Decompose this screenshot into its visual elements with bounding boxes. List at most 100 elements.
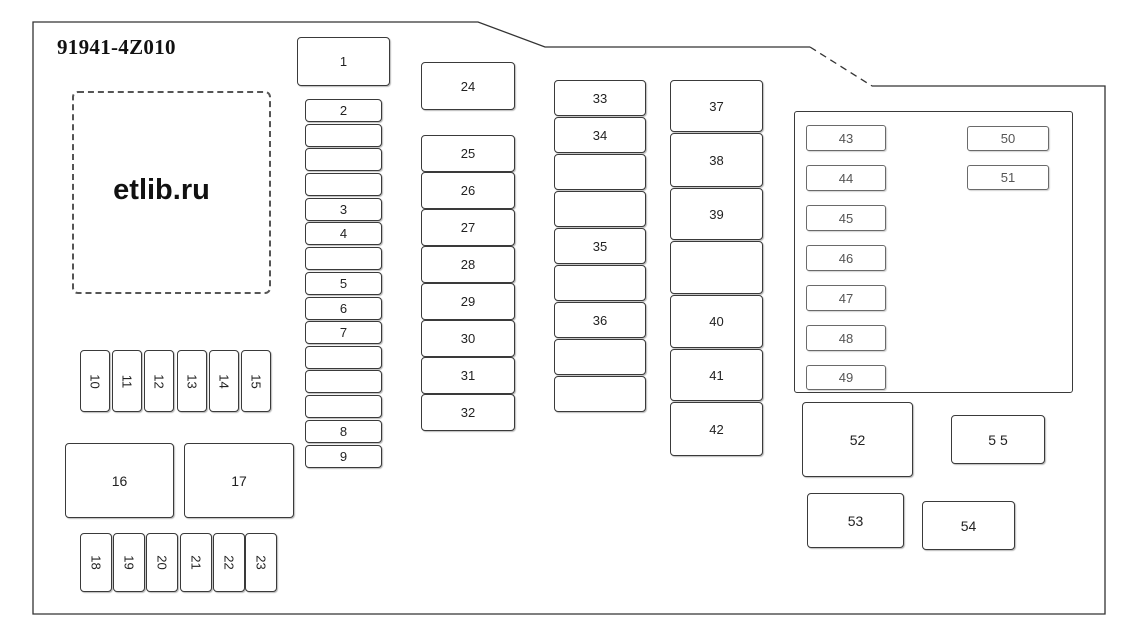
fuse-26: 26 — [421, 172, 515, 209]
fuse-blank — [670, 241, 763, 294]
fuse-3: 3 — [305, 198, 382, 221]
fuse-49: 49 — [806, 365, 886, 390]
fuse-34: 34 — [554, 117, 646, 153]
fuse-blank — [305, 346, 382, 369]
fuse-25: 25 — [421, 135, 515, 172]
fuse-29: 29 — [421, 283, 515, 320]
fuse-label: 22 — [221, 555, 237, 570]
fuse-6: 6 — [305, 297, 382, 320]
fuse-label: 40 — [709, 314, 724, 329]
fuse-14: 14 — [209, 350, 239, 412]
fuse-label: 10 — [87, 373, 103, 389]
fuse-41: 41 — [670, 349, 763, 401]
fuse-42: 42 — [670, 402, 763, 456]
fuse-label: 28 — [460, 257, 476, 272]
fuse-9: 9 — [305, 445, 382, 468]
fuse-label: 11 — [119, 374, 135, 388]
relay-54: 54 — [922, 501, 1015, 550]
fuse-label: 52 — [849, 431, 866, 448]
fuse-43: 43 — [806, 125, 886, 151]
fuse-19: 19 — [113, 533, 145, 592]
fuse-32: 32 — [421, 394, 515, 431]
fuse-blank — [554, 376, 646, 412]
fuse-36: 36 — [554, 302, 646, 338]
fuse-label: 3 — [339, 202, 348, 217]
fuse-label: 32 — [460, 405, 476, 420]
fuse-label: 14 — [216, 373, 232, 389]
fuse-label: 8 — [339, 424, 348, 439]
fuse-label: 16 — [111, 472, 128, 489]
fuse-blank — [554, 265, 646, 301]
fuse-37: 37 — [670, 80, 763, 132]
fuse-label: 37 — [709, 98, 724, 114]
fuse-label: 21 — [188, 555, 204, 570]
fuse-28: 28 — [421, 246, 515, 283]
fuse-label: 33 — [592, 90, 608, 106]
fuse-label: 31 — [460, 368, 476, 383]
fuse-39: 39 — [670, 188, 763, 240]
fuse-label: 49 — [838, 370, 854, 385]
part-number: 91941-4Z010 — [57, 35, 176, 59]
fuse-50: 50 — [967, 126, 1049, 151]
fuse-blank — [554, 154, 646, 190]
fuse-label: 27 — [460, 220, 476, 235]
fuse-51: 51 — [967, 165, 1049, 190]
fuse-label: 5 5 — [988, 431, 1008, 448]
fuse-label: 39 — [709, 206, 724, 222]
relay-52: 52 — [802, 402, 913, 477]
fuse-16: 16 — [65, 443, 174, 518]
fuse-44: 44 — [806, 165, 886, 191]
fuse-blank — [305, 148, 382, 171]
fuse-label: 20 — [154, 555, 170, 570]
fuse-22: 22 — [213, 533, 245, 592]
fuse-35: 35 — [554, 228, 646, 264]
fuse-label: 17 — [231, 472, 247, 489]
fuse-47: 47 — [806, 285, 886, 311]
fuse-label: 29 — [460, 294, 476, 309]
fuse-label: 30 — [460, 331, 476, 346]
reserved-area: etlib.ru — [72, 91, 271, 294]
fuse-label: 45 — [838, 210, 854, 226]
fuse-label: 51 — [1000, 170, 1016, 185]
fuse-2: 2 — [305, 99, 382, 122]
fuse-label: 47 — [838, 290, 854, 306]
fuse-label: 38 — [709, 152, 724, 168]
fuse-21: 21 — [180, 533, 212, 592]
fuse-label: 18 — [88, 555, 104, 570]
fuse-label: 19 — [121, 555, 137, 570]
fuse-48: 48 — [806, 325, 886, 351]
fuse-10: 10 — [80, 350, 110, 412]
fuse-label: 5 — [339, 276, 348, 291]
fuse-40: 40 — [670, 295, 763, 348]
fuse-blank — [305, 124, 382, 147]
fuse-label: 7 — [339, 325, 348, 340]
fuse-label: 12 — [151, 373, 167, 389]
fuse-label: 2 — [339, 103, 348, 118]
fuse-18: 18 — [80, 533, 112, 592]
fuse-blank — [554, 191, 646, 227]
fuse-11: 11 — [112, 350, 142, 412]
fuse-label: 46 — [838, 250, 854, 266]
fuse-blank — [305, 173, 382, 196]
fuse-label: 1 — [339, 54, 348, 69]
fuse-24: 24 — [421, 62, 515, 110]
fuse-blank — [305, 370, 382, 393]
fuse-label: 53 — [847, 512, 864, 529]
fuse-blank — [554, 339, 646, 375]
fuse-label: 25 — [460, 146, 476, 161]
fuse-label: 6 — [339, 301, 348, 316]
fuse-30: 30 — [421, 320, 515, 357]
fuse-blank — [305, 395, 382, 418]
fuse-7: 7 — [305, 321, 382, 344]
relay-53: 53 — [807, 493, 904, 548]
relay-55: 5 5 — [951, 415, 1045, 464]
fuse-blank — [305, 247, 382, 270]
fuse-label: 41 — [709, 367, 724, 383]
fuse-label: 9 — [339, 449, 348, 464]
fuse-31: 31 — [421, 357, 515, 394]
fuse-label: 15 — [248, 373, 264, 389]
relay-panel — [794, 111, 1073, 393]
fuse-label: 23 — [253, 555, 269, 570]
fuse-label: 26 — [460, 183, 476, 198]
